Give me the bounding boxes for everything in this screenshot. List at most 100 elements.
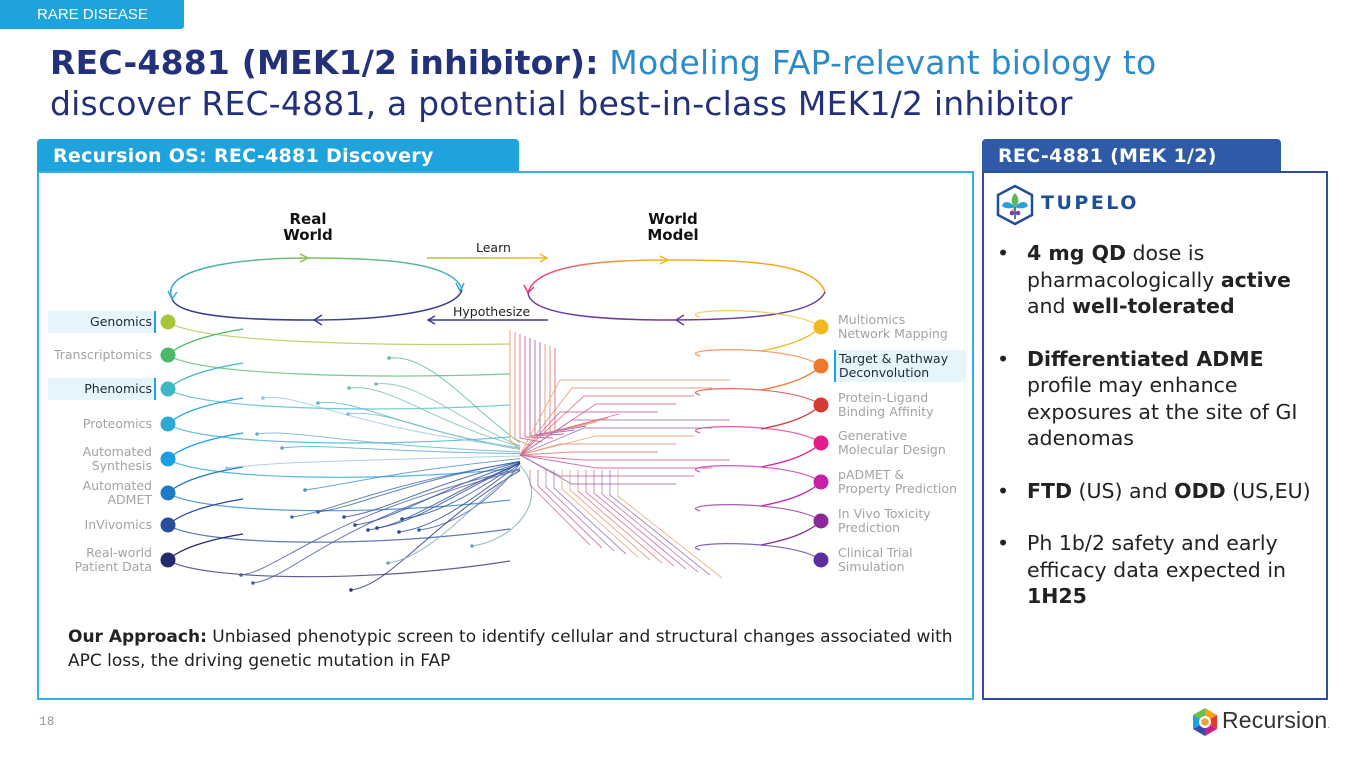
label-line: Generative xyxy=(838,428,908,443)
left-panel xyxy=(37,171,974,700)
tendril-dot xyxy=(347,386,351,390)
circuit-traces xyxy=(509,330,730,579)
hypothesize-arrow xyxy=(426,315,548,325)
tendril-dot xyxy=(366,528,370,532)
label-line: Simulation xyxy=(838,559,905,574)
label-line: Molecular Design xyxy=(838,442,946,457)
connector-line xyxy=(167,321,511,346)
logo-suffix: . xyxy=(1327,720,1331,730)
circuit-trace xyxy=(514,332,532,447)
recursion-os-diagram xyxy=(160,253,829,592)
page-title: REC-4881 (MEK1/2 inhibitor): Modeling FA… xyxy=(50,42,1330,124)
heading-line: World xyxy=(283,226,333,244)
connector-line xyxy=(167,533,244,561)
tendril-line xyxy=(401,461,521,520)
arrow-head xyxy=(312,314,323,326)
data-source-label: InVivomics xyxy=(85,518,152,532)
connector-line xyxy=(167,432,244,460)
tendril-line xyxy=(262,397,521,449)
connector-line xyxy=(695,349,822,367)
tendril-dot xyxy=(316,401,320,405)
learn-label: Learn xyxy=(476,240,511,255)
circuit-trace xyxy=(519,427,712,456)
right-panel xyxy=(982,171,1328,700)
label-line: Target & Pathway xyxy=(839,351,949,366)
key-point-item: Differentiated ADME profile may enhance … xyxy=(993,346,1323,452)
heading-line: Real xyxy=(289,210,327,228)
data-source-label: Transcriptomics xyxy=(54,348,152,362)
data-source-node-dot xyxy=(160,552,176,568)
key-point-item: 4 mg QD dose is pharmacologically active… xyxy=(993,240,1323,320)
approach-label: Our Approach: xyxy=(68,627,207,647)
tendril-line xyxy=(317,460,521,513)
page-number: 18 xyxy=(39,714,55,729)
tendril-dot xyxy=(375,526,379,530)
label-line: Patient Data xyxy=(74,559,152,574)
tendril-line xyxy=(304,458,521,491)
circuit-trace xyxy=(569,470,651,561)
tendril-line xyxy=(317,401,521,449)
arrow-head xyxy=(455,282,465,293)
title-subtitle-line2: discover REC-4881, a potential best-in-c… xyxy=(50,84,1073,123)
tendril-dot xyxy=(280,446,284,450)
emphasis-text: Differentiated ADME xyxy=(1027,346,1264,371)
tendril-dot xyxy=(374,382,378,386)
circuit-trace xyxy=(554,348,620,432)
capability-node-dot xyxy=(813,319,829,335)
circuit-trace xyxy=(519,395,694,456)
tendril-line xyxy=(252,469,521,584)
tendril-dot xyxy=(353,523,357,527)
title-subtitle-line1: Modeling FAP-relevant biology to xyxy=(598,43,1157,82)
label-line: Prediction xyxy=(838,520,901,535)
bullet-text: and xyxy=(1027,294,1073,318)
arrow-head xyxy=(659,255,670,265)
key-point-item: FTD (US) and ODD (US,EU) xyxy=(993,478,1323,505)
circuit-trace xyxy=(519,387,712,456)
tendril-dot xyxy=(255,432,259,436)
circuit-trace xyxy=(545,470,615,552)
right-panel-tab: REC-4881 (MEK 1/2) xyxy=(982,139,1281,172)
data-source-node-dot xyxy=(160,347,176,363)
label-line: Real-world xyxy=(86,545,152,560)
real-world-loop-top xyxy=(170,257,463,299)
connector-line xyxy=(167,423,511,444)
arrow-head xyxy=(523,284,535,295)
circuit-trace xyxy=(519,435,694,456)
connector-line xyxy=(167,559,511,578)
capability-node-dot xyxy=(813,358,829,374)
circuit-trace xyxy=(519,334,543,443)
tendril-line xyxy=(348,387,521,447)
data-source-node-dot xyxy=(160,381,176,397)
label-line: Synthesis xyxy=(91,458,152,473)
circuit-trace xyxy=(519,454,712,469)
connector-line xyxy=(760,442,822,468)
capability-node-dot xyxy=(813,397,829,413)
tendril-line xyxy=(291,461,521,518)
emphasis-text: 4 mg QD xyxy=(1027,241,1127,265)
arrow-head xyxy=(167,290,178,301)
bullet-text: (US) and xyxy=(1072,478,1175,503)
tendril-line xyxy=(375,383,521,447)
data-source-label: Phenomics xyxy=(48,378,156,400)
data-source-node-dot xyxy=(160,517,176,533)
tendril-dot xyxy=(316,510,320,514)
connector-line xyxy=(167,354,511,377)
circuit-trace xyxy=(519,454,676,485)
tendril-line xyxy=(354,462,521,526)
tendril-line xyxy=(240,468,521,576)
title-bold: REC-4881 (MEK1/2 inhibitor): xyxy=(50,43,599,82)
connector-line xyxy=(167,524,511,543)
connector-line xyxy=(760,481,822,507)
circuit-trace xyxy=(519,419,730,456)
connection-lines xyxy=(167,310,822,592)
label-line: In Vivo Toxicity xyxy=(838,506,931,521)
tendril-line xyxy=(343,461,521,518)
tendril-dot xyxy=(251,581,255,585)
world-model-heading: World Model xyxy=(640,211,706,243)
circuit-trace xyxy=(577,470,663,564)
label-line: Protein-Ligand xyxy=(838,390,929,405)
tendril-line xyxy=(471,464,533,547)
learn-hypothesize-loops xyxy=(167,253,826,326)
